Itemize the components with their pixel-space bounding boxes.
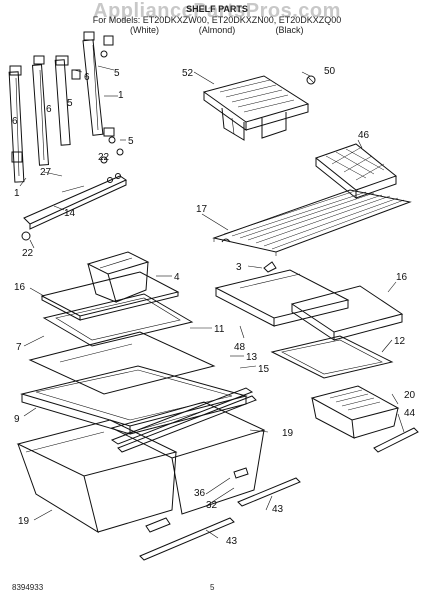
callout-48: 48: [234, 342, 246, 353]
color-white: (White): [129, 25, 159, 35]
callout-1: 1: [14, 188, 20, 199]
crisper-rails-13-15: [110, 387, 257, 453]
drawer-slide-44: [373, 427, 419, 453]
models-line: For Models: ET20DKXZW00, ET20DKXZN00, ET…: [92, 15, 342, 25]
glass-shelf-16-right: [290, 285, 404, 341]
color-almond: (Almond): [198, 25, 236, 35]
color-line: (White) (Almond) (Black): [0, 25, 434, 35]
callout-13: 13: [246, 352, 258, 363]
callout-43: 43: [226, 536, 238, 547]
callout-52: 52: [182, 68, 194, 79]
callout-5: 5: [128, 136, 134, 147]
callout-36: 36: [194, 488, 206, 499]
shelf-ladder-right: [54, 55, 81, 146]
callout-5: 5: [114, 68, 120, 79]
callout-22: 22: [22, 248, 34, 259]
callout-1: 1: [118, 90, 124, 101]
callout-43: 43: [272, 504, 284, 515]
shelf-ladder-mid: [31, 55, 50, 166]
callout-4: 4: [174, 272, 180, 283]
watermark: AppliancePartsPros.com: [93, 0, 341, 22]
egg-tray-46: [314, 143, 398, 200]
crisper-drawer-right: [110, 401, 266, 515]
callout-15: 15: [258, 364, 270, 375]
crisper-drawer-left: [16, 419, 178, 534]
callout-16: 16: [396, 272, 408, 283]
shelf-frame-12: [270, 335, 394, 379]
callout-50: 50: [324, 66, 336, 77]
callout-32: 32: [206, 500, 218, 511]
page-number: 5: [210, 583, 215, 592]
callout-6: 6: [46, 104, 52, 115]
callout-11: 11: [214, 324, 225, 335]
shelf-bracket-3: [221, 238, 277, 273]
shelf-ladder-rear: [82, 31, 115, 137]
glass-panel-11: [28, 331, 216, 395]
callout-6: 6: [84, 72, 90, 83]
callout-19: 19: [282, 428, 294, 439]
screw-50: [306, 75, 316, 85]
diagram-title: SHELF PARTS: [186, 4, 248, 14]
callout-19: 19: [18, 516, 30, 527]
callout-7: 7: [16, 342, 22, 353]
glass-shelf-48: [214, 269, 350, 327]
callout-14: 14: [64, 208, 76, 219]
callout-27: 27: [40, 167, 52, 178]
leader-lines: [19, 65, 405, 539]
color-black: (Black): [275, 25, 304, 35]
callout-labels: 1 1 3 4 5 5 5 6 6 6 7 9 11 12 13 14 15 1…: [12, 66, 416, 547]
crisper-cover-52: [202, 75, 310, 141]
callout-20: 20: [404, 390, 416, 401]
callout-5: 5: [67, 98, 73, 109]
glass-shelf-16: [40, 271, 180, 321]
shelf-frame-7: [42, 293, 194, 347]
drawer-slides-43: [139, 467, 301, 561]
shelf-ladder-left: [8, 65, 25, 183]
callout-3: 3: [236, 262, 242, 273]
crisper-cover-frame-9: [20, 365, 248, 435]
document-number: 8394933: [12, 583, 44, 592]
callout-44: 44: [404, 408, 416, 419]
meat-pan-20: [310, 385, 400, 439]
callout-9: 9: [14, 414, 20, 425]
wire-shelf-17: [212, 189, 412, 256]
callout-6: 6: [12, 116, 18, 127]
shelf-bin-4: [86, 251, 150, 303]
callout-12: 12: [394, 336, 406, 347]
callout-46: 46: [358, 130, 370, 141]
callout-17: 17: [196, 204, 208, 215]
support-rail: [23, 175, 128, 230]
callout-16: 16: [14, 282, 26, 293]
callout-22: 22: [98, 152, 110, 163]
